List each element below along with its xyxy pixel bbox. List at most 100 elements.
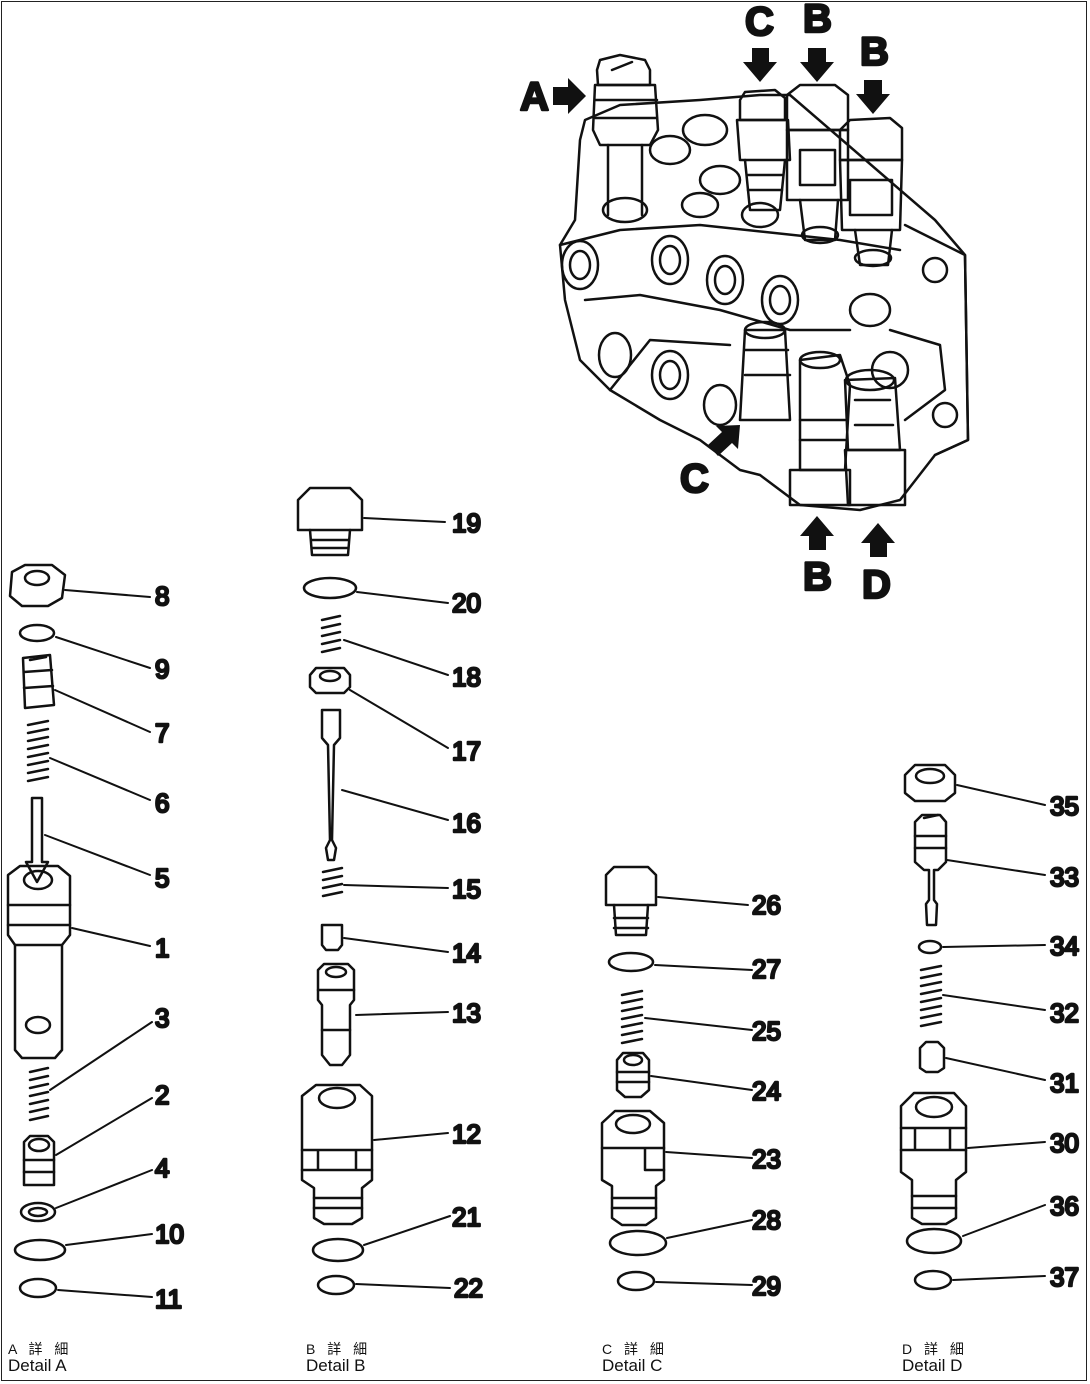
caption-detail-c-en: Detail C (602, 1356, 663, 1376)
part-label-2: 2 (155, 1080, 169, 1110)
caption-detail-a: A 詳 細 Detail A (8, 1341, 73, 1376)
cartridge-a-installed (593, 55, 658, 222)
arrow-b-top2 (856, 80, 890, 114)
part-label-17: 17 (452, 736, 481, 766)
part-label-5: 5 (155, 863, 169, 893)
arrow-b-bottom (800, 516, 834, 550)
part-label-30: 30 (1050, 1128, 1079, 1158)
cartridge-b1-installed (787, 85, 848, 243)
part-20-oring (304, 578, 356, 598)
part-label-8: 8 (155, 581, 169, 611)
part-label-28: 28 (752, 1205, 781, 1235)
part-label-23: 23 (752, 1144, 781, 1174)
arrow-c-top (743, 48, 777, 82)
part-label-6: 6 (155, 788, 169, 818)
part-label-29: 29 (752, 1271, 781, 1301)
valve-assembly (560, 55, 968, 510)
part-label-31: 31 (1050, 1068, 1079, 1098)
assembly-label-b-bottom: B (803, 555, 832, 599)
part-label-24: 24 (752, 1076, 781, 1106)
caption-detail-b-jp: B 詳 細 (306, 1341, 372, 1357)
part-27-oring (609, 953, 653, 971)
part-label-36: 36 (1050, 1191, 1079, 1221)
arrow-a (553, 78, 586, 114)
part-label-12: 12 (452, 1119, 481, 1149)
detail-a-parts (8, 565, 70, 1297)
part-2-spool (24, 1136, 54, 1185)
part-label-33: 33 (1050, 862, 1079, 892)
arrow-d-bottom (861, 523, 895, 557)
part-34-oring (919, 941, 941, 953)
part-36-oring (907, 1229, 961, 1253)
part-7-plug (23, 655, 54, 708)
part-label-7: 7 (155, 718, 169, 748)
part-label-9: 9 (155, 654, 169, 684)
part-4-ring (21, 1203, 55, 1221)
cartridge-d-bottom-installed (845, 370, 905, 505)
part-11-oring (20, 1279, 56, 1297)
caption-detail-a-en: Detail A (8, 1356, 67, 1376)
cartridge-c-bottom-installed (740, 322, 790, 420)
part-label-37: 37 (1050, 1262, 1079, 1292)
part-17-seat (310, 668, 350, 693)
part-22-oring (318, 1276, 354, 1294)
part-15-spring (323, 868, 342, 896)
part-8-nut (10, 565, 65, 606)
part-14-poppet (322, 925, 342, 950)
part-13-sleeve (318, 964, 354, 1065)
part-label-14: 14 (452, 938, 481, 968)
part-37-oring (915, 1271, 951, 1289)
assembly-label-c-bottom: C (680, 457, 709, 501)
part-5-poppet (26, 798, 48, 882)
detail-a-leaders (45, 590, 152, 1297)
detail-c-parts (602, 867, 666, 1290)
assembly-label-c-top: C (745, 0, 774, 44)
detail-d-leaders (943, 785, 1045, 1280)
part-21-oring (313, 1239, 363, 1261)
assembly-label-a: A (520, 75, 549, 119)
detail-b-leaders (342, 518, 450, 1288)
caption-detail-b-en: Detail B (306, 1356, 366, 1376)
part-label-21: 21 (452, 1202, 481, 1232)
caption-detail-d: D 詳 細 Detail D (902, 1341, 968, 1376)
part-19-plug (298, 488, 362, 530)
part-6-spring (28, 721, 48, 781)
part-label-34: 34 (1050, 931, 1079, 961)
part-label-19: 19 (452, 508, 481, 538)
part-label-13: 13 (452, 998, 481, 1028)
assembly-arrows (553, 48, 895, 557)
assembly-label-b-top2: B (860, 30, 889, 74)
caption-detail-b: B 詳 細 Detail B (306, 1341, 372, 1376)
detail-b-parts (298, 488, 372, 1294)
caption-detail-d-jp: D 詳 細 (902, 1341, 968, 1357)
part-31-poppet (920, 1042, 944, 1072)
part-label-18: 18 (452, 662, 481, 692)
part-9-oring (20, 625, 54, 641)
part-26-plug (606, 867, 656, 905)
part-label-1: 1 (155, 933, 169, 963)
caption-detail-a-jp: A 詳 細 (8, 1341, 73, 1357)
part-label-3: 3 (155, 1003, 169, 1033)
part-18-spring (322, 616, 340, 652)
part-label-11: 11 (155, 1284, 182, 1314)
part-16-pin (322, 710, 340, 860)
cartridge-b-bottom-installed (790, 352, 850, 505)
part-25-spring (622, 991, 642, 1043)
detail-d-parts (901, 765, 966, 1289)
part-3-spring (30, 1068, 48, 1120)
part-12-body (302, 1085, 372, 1224)
part-label-35: 35 (1050, 791, 1079, 821)
arrow-c-bottom (708, 425, 740, 456)
caption-detail-d-en: Detail D (902, 1356, 963, 1376)
part-28-oring (610, 1231, 666, 1255)
part-23-body (602, 1111, 664, 1225)
part-label-15: 15 (452, 874, 481, 904)
part-32-spring (921, 966, 941, 1026)
part-35-nut (905, 765, 955, 801)
arrow-b-top1 (800, 48, 834, 82)
cartridge-b2-installed (840, 118, 902, 266)
part-29-oring (618, 1272, 654, 1290)
part-label-27: 27 (752, 954, 781, 984)
